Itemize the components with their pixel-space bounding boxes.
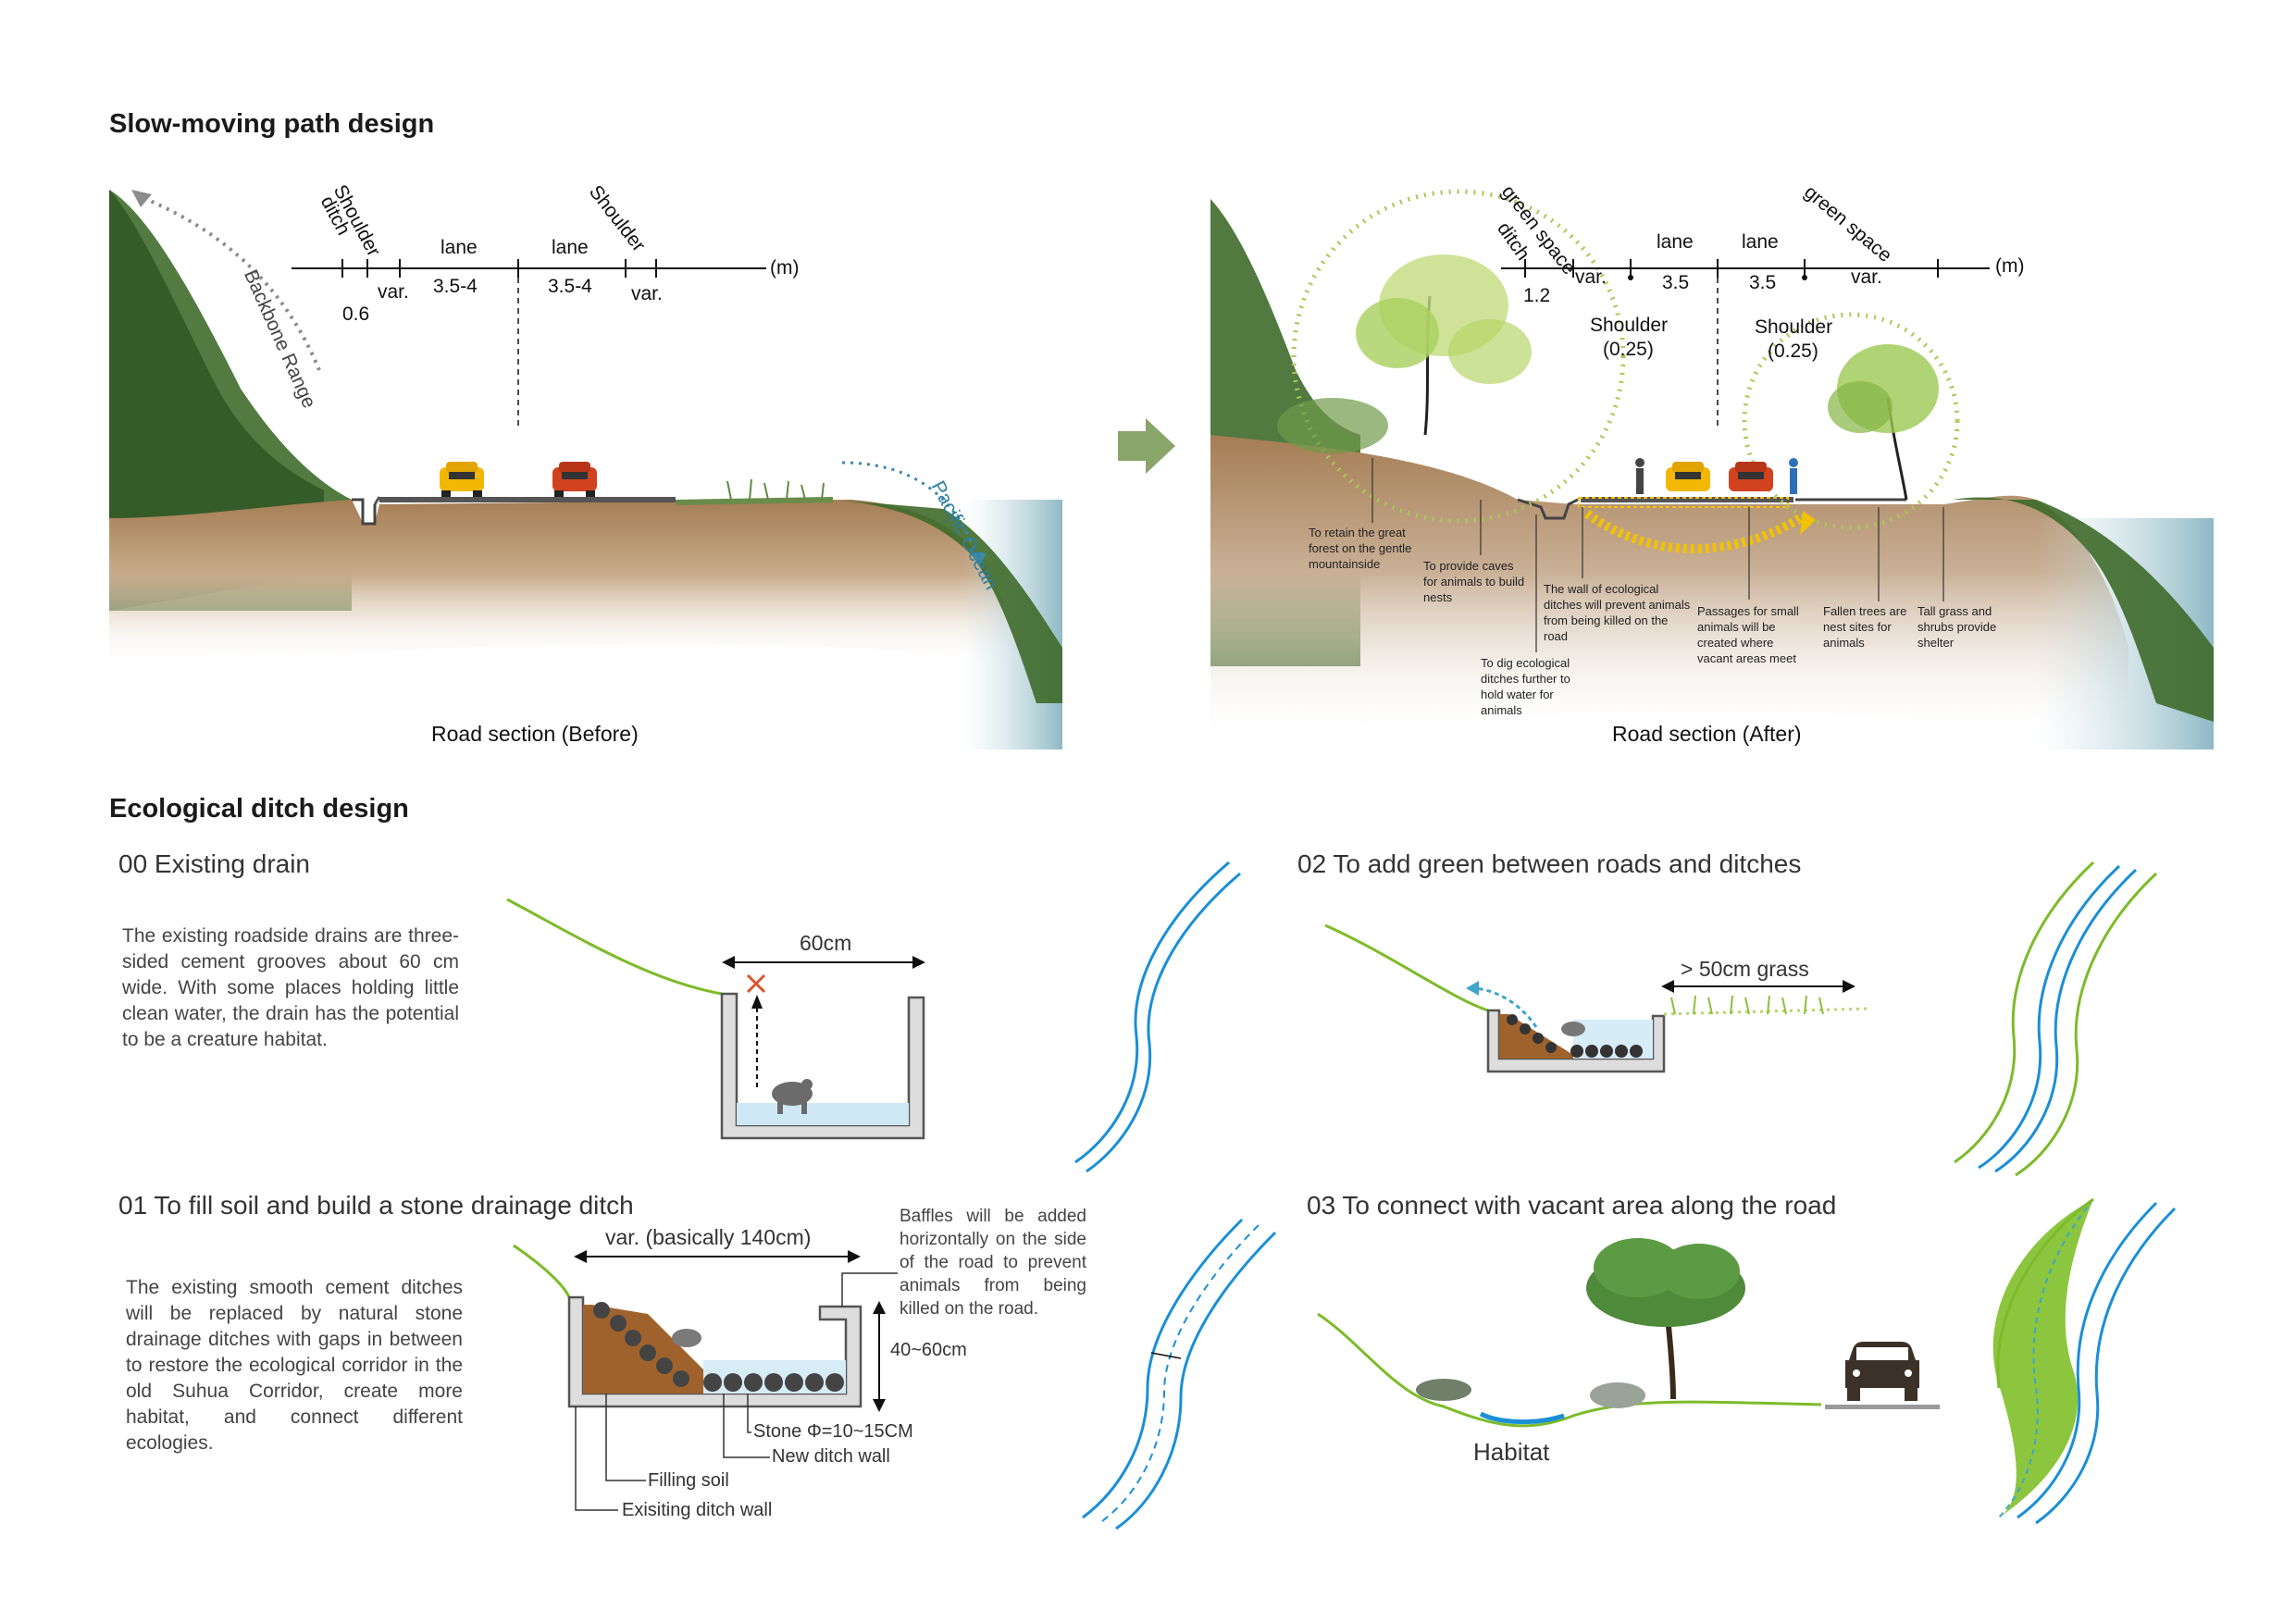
- dim-label-lane-2-after: lane: [1742, 231, 1779, 253]
- car-yellow-after: [1666, 462, 1710, 491]
- legend-existing-ditch-wall: Exisiting ditch wall: [622, 1500, 773, 1520]
- dim-value-shoulder-left: var.: [378, 281, 409, 303]
- dim-value-lane-2-after: 3.5: [1749, 272, 1777, 293]
- pedestrian-left: [1635, 458, 1644, 494]
- legend-new-ditch-wall: New ditch wall: [772, 1446, 890, 1467]
- annotation-dig-ditches: To dig ecological ditches further to hol…: [1481, 656, 1570, 717]
- step-01-text: The existing smooth cement ditches will …: [126, 1277, 463, 1454]
- shoulder-value-2: (0.25): [1768, 341, 1818, 362]
- dim-label-lane-1: lane: [441, 237, 478, 258]
- car-yellow-before: [440, 462, 484, 497]
- dim-value-lane-2: 3.5-4: [548, 276, 592, 297]
- dim-value-shoulder-right: var.: [631, 283, 663, 304]
- car-icon: [1845, 1342, 1919, 1401]
- tree-icon: [1586, 1238, 1745, 1400]
- step-03-title: 03 To connect with vacant area along the…: [1307, 1191, 1837, 1220]
- tree-right-illustration: [1828, 344, 1939, 501]
- step-00-text: The existing roadside drains are three-s…: [122, 925, 459, 1050]
- step-03-habitat-label: Habitat: [1473, 1438, 1550, 1466]
- caption-before: Road section (Before): [431, 722, 639, 746]
- shrub-icon: [1416, 1379, 1645, 1408]
- step-01-width-label: var. (basically 140cm): [605, 1225, 812, 1249]
- annotation-tall-grass: Tall grass and shrubs provide shelter: [1917, 604, 1997, 650]
- step-02-title: 02 To add green between roads and ditche…: [1297, 849, 1802, 878]
- legend-filling-soil: Filling soil: [648, 1470, 729, 1491]
- car-red-after: [1729, 462, 1773, 491]
- step-00-title: 00 Existing drain: [118, 849, 311, 878]
- dim-value-green-right: var.: [1851, 266, 1882, 288]
- cyclist-right: [1789, 458, 1798, 494]
- dim-value-lane-1-after: 3.5: [1662, 272, 1690, 293]
- dim-value-lane-1: 3.5-4: [433, 276, 478, 297]
- annotation-fallen-trees: Fallen trees are nest sites for animals: [1823, 604, 1907, 650]
- dim-unit-after: (m): [1995, 255, 2025, 277]
- step-01-title: 01 To fill soil and build a stone draina…: [118, 1191, 634, 1220]
- tree-left-illustration: [1277, 254, 1532, 453]
- annotation-passages: Passages for small animals will be creat…: [1697, 604, 1799, 665]
- shoulder-value-1: (0.25): [1603, 339, 1654, 360]
- shoulder-label-2: Shoulder: [1755, 316, 1833, 338]
- step-02-grass-label: > 50cm grass: [1681, 957, 1809, 981]
- dim-value-ditch-after: 1.2: [1523, 285, 1551, 306]
- annotation-ditch-wall: The wall of ecological ditches will prev…: [1544, 582, 1691, 643]
- dim-label-lane-1-after: lane: [1657, 231, 1694, 253]
- caption-after: Road section (After): [1612, 722, 1802, 746]
- annotation-caves: To provide caves for animals to build ne…: [1423, 559, 1525, 604]
- step-01-height-label: 40~60cm: [890, 1340, 967, 1360]
- car-red-before: [552, 462, 597, 497]
- annotation-retain-forest: To retain the great forest on the gentle…: [1309, 526, 1412, 571]
- step-01-baffle-note: Baffles will be added horizontally on th…: [900, 1207, 1086, 1319]
- step-00-width-label: 60cm: [800, 931, 852, 955]
- dim-value-ditch: 0.6: [342, 304, 370, 325]
- section-title-ditch: Ecological ditch design: [109, 794, 409, 824]
- dim-value-green-left: var.: [1575, 266, 1607, 288]
- shoulder-label-1: Shoulder: [1590, 315, 1669, 336]
- frog-icon: [772, 1079, 813, 1114]
- frog-icon: [1561, 1022, 1585, 1036]
- legend-stone: Stone Φ=10~15CM: [753, 1421, 913, 1442]
- frog-icon: [672, 1329, 701, 1347]
- dim-label-lane-2: lane: [552, 237, 589, 258]
- dim-unit-before: (m): [770, 257, 800, 279]
- section-title-path: Slow-moving path design: [109, 109, 435, 139]
